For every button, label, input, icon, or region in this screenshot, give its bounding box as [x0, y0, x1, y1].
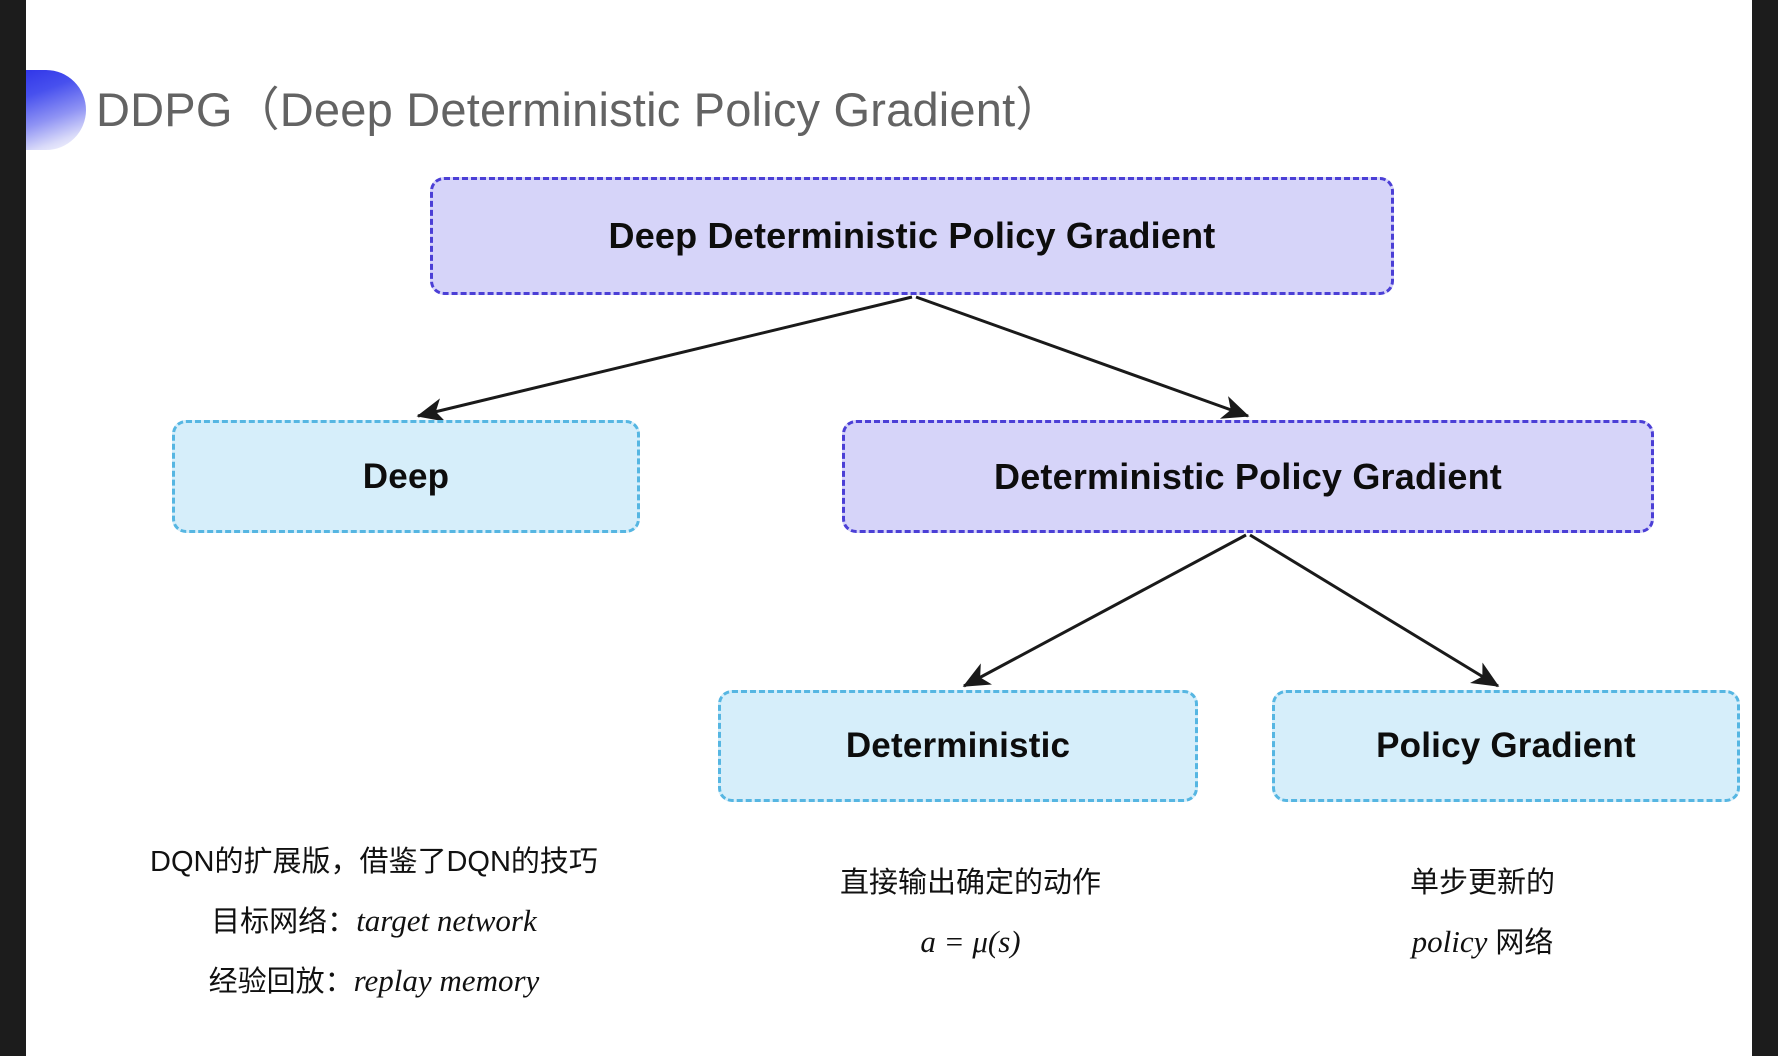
caption-deep-line-1: DQN的扩展版，借鉴了DQN的技巧	[150, 846, 598, 878]
page-title: DDPG（Deep Deterministic Policy Gradient）	[96, 83, 1063, 136]
edge-dpg-to-policy-gradient	[1249, 533, 1500, 688]
caption-policy-gradient-line-1: 单步更新的	[1410, 867, 1556, 899]
caption-deep: DQN的扩展版，借鉴了DQN的技巧 目标网络：target network 经验…	[150, 834, 598, 1011]
edge-root-to-dpg	[915, 295, 1250, 419]
caption-deep-line-3-term: replay memory	[353, 962, 540, 998]
node-deep[interactable]: Deep	[172, 420, 640, 533]
node-deterministic[interactable]: Deterministic	[718, 690, 1198, 802]
caption-deep-line-2-term: target network	[356, 902, 537, 938]
node-deep-deterministic-policy-gradient[interactable]: Deep Deterministic Policy Gradient	[430, 177, 1394, 295]
caption-deterministic-line-1: 直接输出确定的动作	[840, 867, 1102, 899]
node-deterministic-policy-gradient[interactable]: Deterministic Policy Gradient	[842, 420, 1654, 533]
caption-deep-line-3: 经验回放：replay memory	[150, 951, 598, 1011]
caption-deterministic: 直接输出确定的动作 a = μ(s)	[840, 855, 1101, 972]
caption-policy-gradient: 单步更新的 policy 网络	[1410, 855, 1555, 972]
caption-policy-gradient-line-2: policy 网络	[1410, 912, 1555, 972]
slide-title-bar: DDPG（Deep Deterministic Policy Gradient）	[0, 62, 1778, 158]
letterbox-left	[0, 0, 26, 1056]
caption-deep-line-2-label: 目标网络：	[211, 905, 357, 938]
caption-policy-gradient-term: policy	[1411, 923, 1488, 959]
edge-dpg-to-deterministic	[962, 533, 1247, 688]
caption-deep-line-2: 目标网络：target network	[150, 891, 598, 951]
node-policy-gradient[interactable]: Policy Gradient	[1272, 690, 1740, 802]
half-circle-bullet-icon	[18, 70, 86, 150]
caption-deterministic-formula: a = μ(s)	[920, 923, 1021, 959]
caption-policy-gradient-suffix: 网络	[1487, 926, 1554, 959]
caption-deep-line-3-label: 经验回放：	[208, 965, 354, 998]
letterbox-right	[1752, 0, 1778, 1056]
edge-root-to-deep	[416, 295, 913, 422]
